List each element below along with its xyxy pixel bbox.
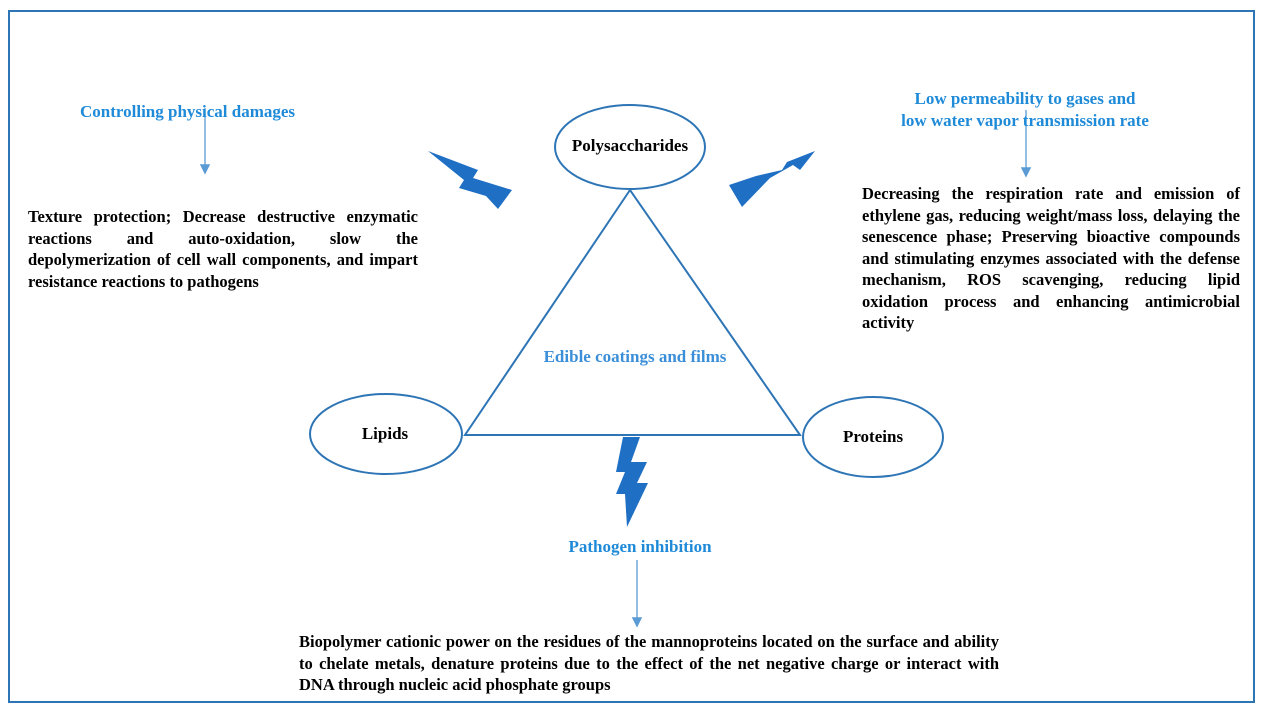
triangle-shape — [463, 188, 802, 436]
lipids-ellipse — [309, 393, 463, 475]
heading-permeability-line2: low water vapor transmission rate — [901, 111, 1149, 130]
node-polysaccharides-label: Polysaccharides — [571, 136, 689, 155]
heading-permeability-line1: Low permeability to gases and — [914, 89, 1136, 108]
lightning-bolt-icon — [428, 151, 512, 209]
diagram-frame — [8, 10, 1255, 703]
description-permeability: Decreasing the respiration rate and emis… — [862, 184, 1240, 332]
description-physical-damages: Texture protection; Decrease destructive… — [28, 207, 418, 291]
node-lipids-label: Lipids — [361, 424, 409, 443]
node-proteins-label: Proteins — [842, 427, 904, 446]
heading-physical-damages: Controlling physical damages — [80, 102, 296, 121]
heading-permeability: Low permeability to gases and low water … — [860, 88, 1190, 132]
description-pathogen-inhibition: Biopolymer cationic power on the residue… — [299, 632, 999, 694]
polysaccharides-ellipse — [554, 104, 706, 190]
lightning-bolt-icon — [729, 151, 815, 207]
lightning-bolt-icon — [616, 437, 648, 527]
heading-pathogen-inhibition: Pathogen inhibition — [568, 537, 712, 556]
center-label: Edible coatings and films — [543, 347, 727, 366]
proteins-ellipse — [802, 396, 944, 478]
